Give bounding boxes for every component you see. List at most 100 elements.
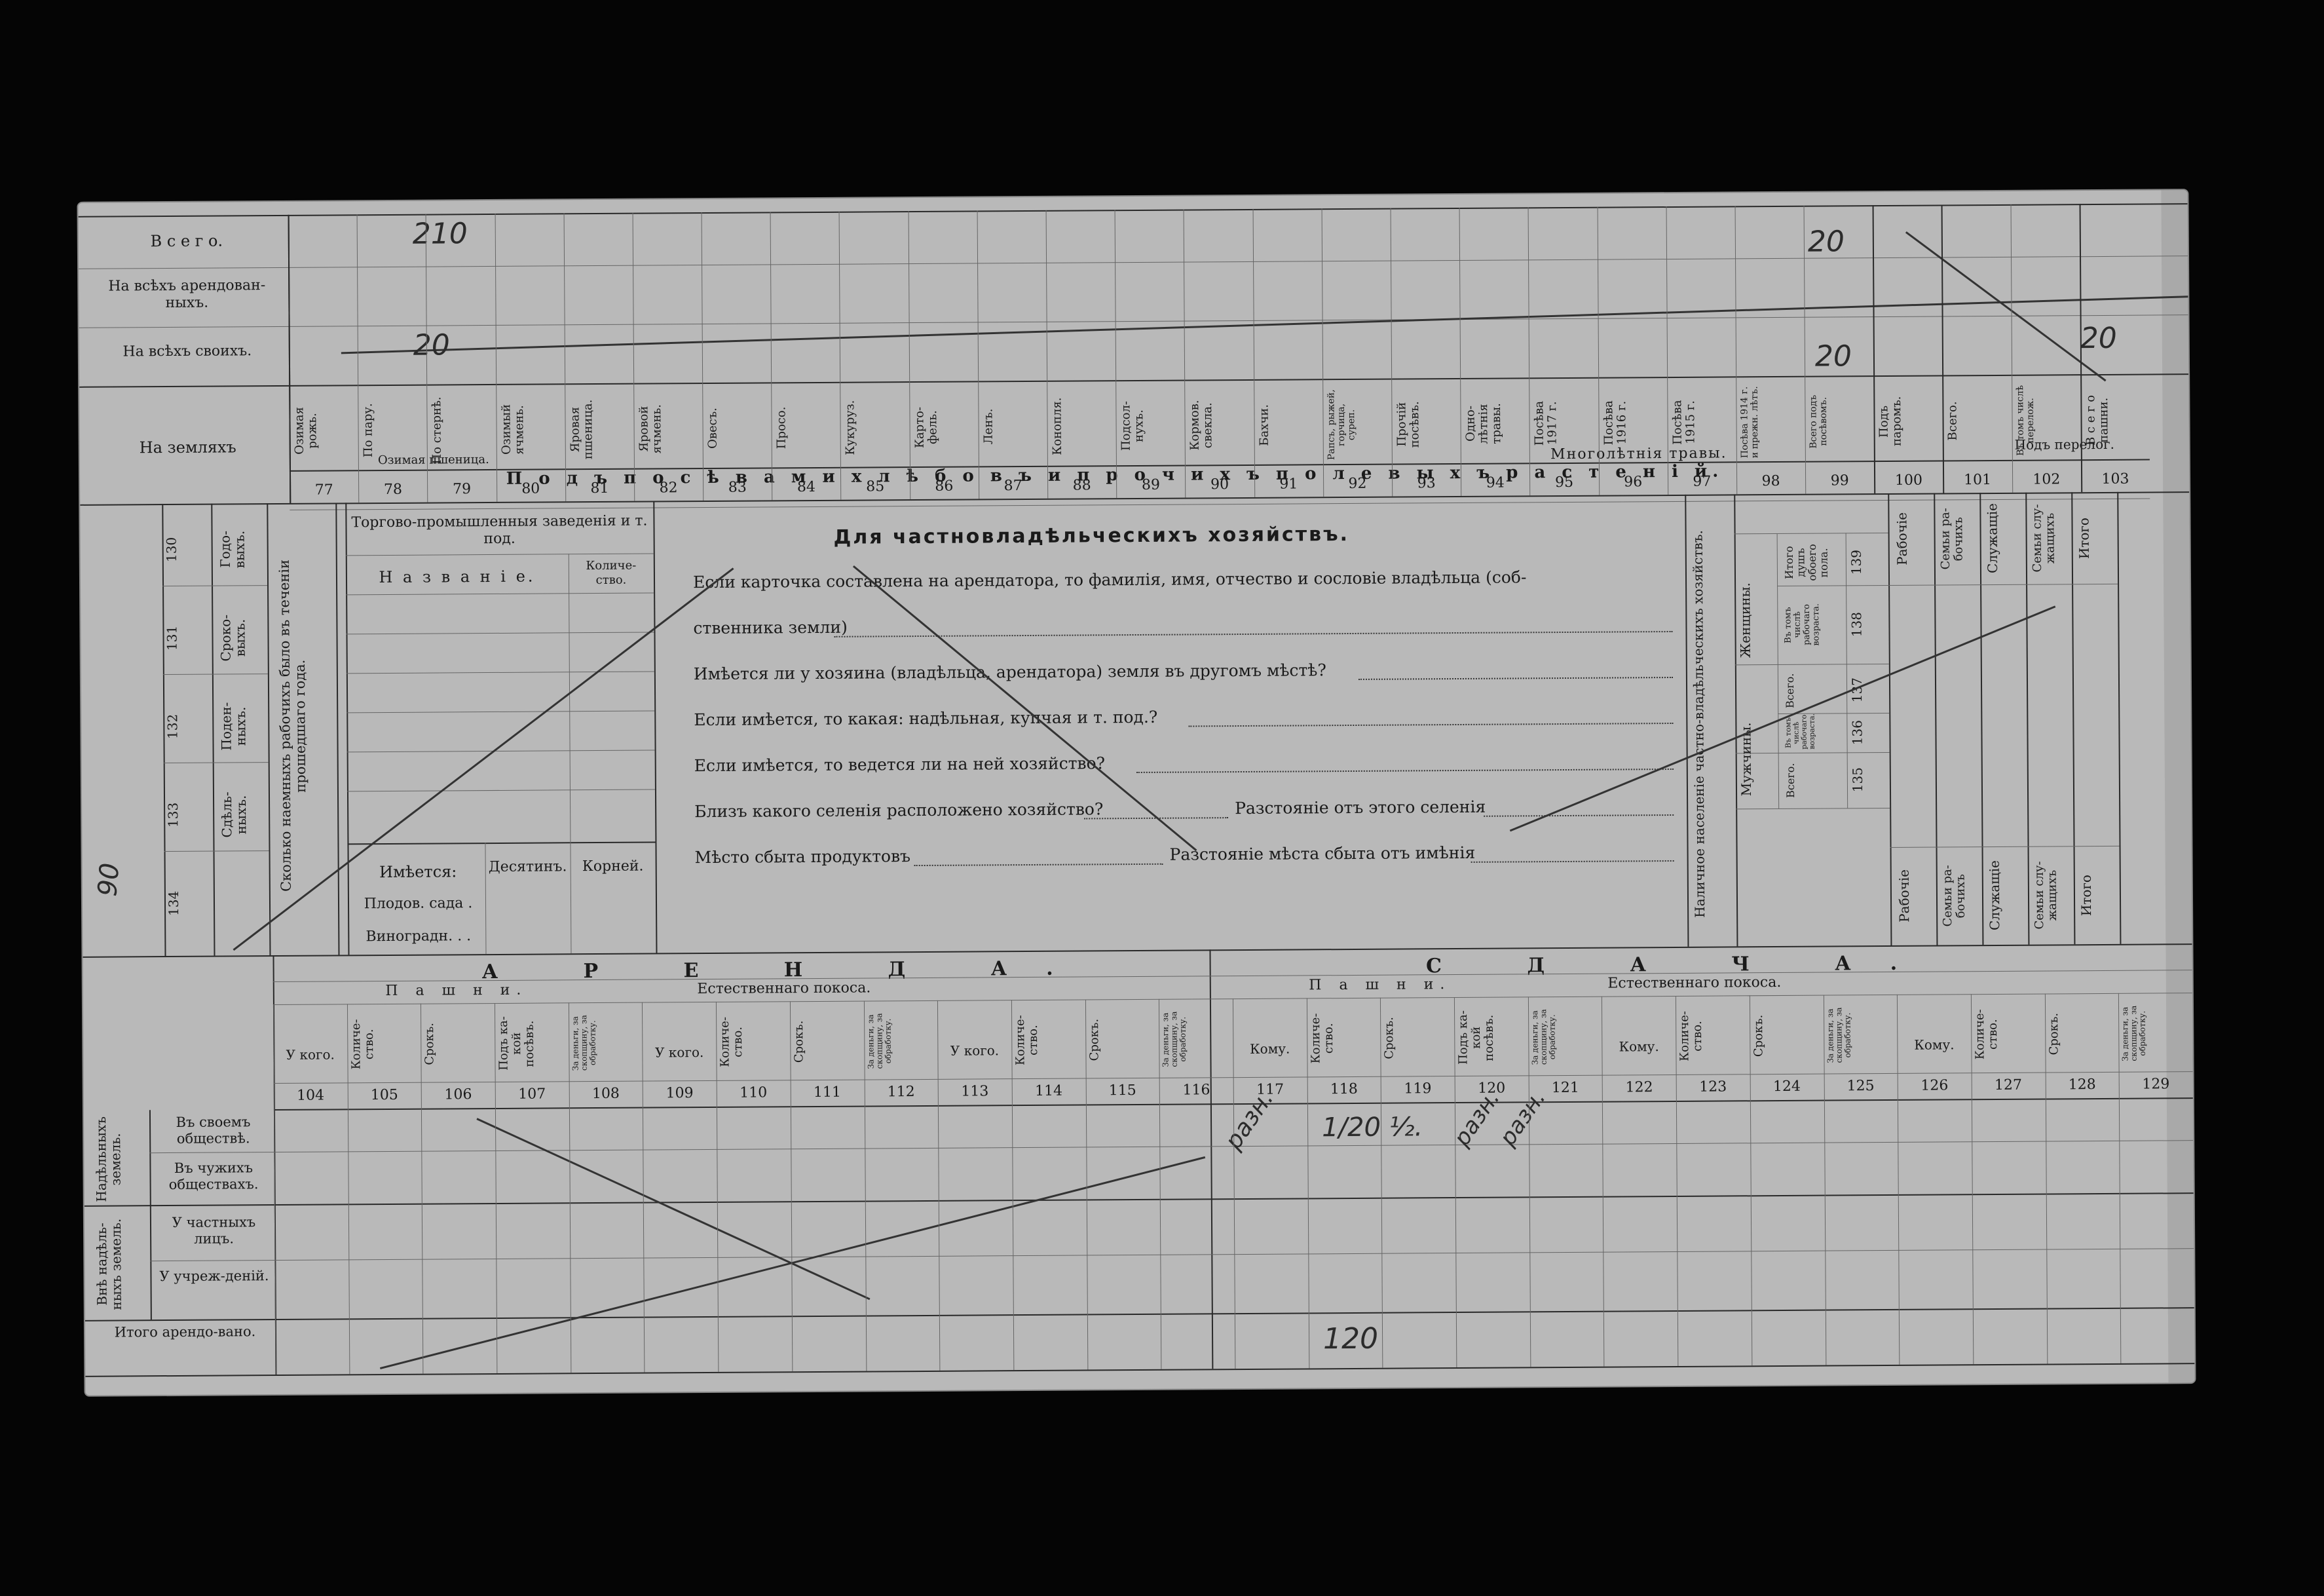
group-vne: Внѣ надѣль-ныхъ земель. (93, 1218, 124, 1310)
arenda-header-129: За деньги, за скопщину, за обработку. (2120, 1006, 2148, 1062)
arenda-num-117: 117 (1256, 1081, 1284, 1098)
arenda-header-122: Кому. (1619, 1038, 1659, 1055)
info-title: Для частновладѣльческихъ хозяйствъ. (833, 523, 1350, 549)
arenda-header-128: Срокъ. (2046, 1013, 2061, 1055)
hand-margin: 90 (92, 862, 126, 898)
crop-col-rule (701, 212, 704, 501)
thin-rule (79, 256, 2188, 269)
worker-num-133: 133 (165, 802, 181, 828)
right-col-rabochie: Рабочіе (1894, 512, 1910, 566)
crop-header-84: Просо. (774, 406, 789, 449)
crop-header-83: Овесъ. (705, 408, 720, 449)
crop-num-90: 90 (1210, 476, 1229, 493)
right-col-itogo-b: Итого (2078, 874, 2095, 916)
arenda-header-116: За деньги, за скопщину, за обработку. (1161, 1012, 1188, 1068)
crop-header-85: Кукуруз. (843, 400, 858, 455)
trade-title: Торгово-промышленныя заведенія и т. под. (351, 512, 648, 548)
info-line-4: Если имѣется, то какая: надѣльная, купча… (694, 707, 1158, 730)
thin-rule (347, 789, 655, 792)
rule (2025, 492, 2030, 945)
crop-header-97: Посѣва 1915 г. (1670, 400, 1698, 446)
row-chastnykh: У частныхъ лицъ. (172, 1214, 256, 1247)
rule (1888, 493, 1892, 945)
worker-label-godovykh: Годо-выхъ. (217, 530, 248, 569)
vinograd-label: Виноградн. . . (365, 928, 472, 945)
crop-header-91: Бахчи. (1256, 404, 1271, 446)
crop-header-79: По стернѣ. (430, 396, 445, 465)
arenda-header-121: За деньги, за скопщину, за обработку. (1529, 1009, 1557, 1065)
info-line-6b: Разстояніе отъ этого селенія (1235, 797, 1486, 818)
fill-line (1358, 676, 1673, 680)
arenda-header-112: За деньги, за скопщину, за обработку. (865, 1013, 893, 1069)
info-line-1: Если карточка составлена на арендатора, … (692, 567, 1527, 592)
rule (347, 841, 656, 845)
crop-num-93: 93 (1417, 475, 1436, 492)
rule (267, 503, 271, 956)
crop-col-rule (1803, 205, 1807, 494)
crop-header-86: Карто-фель. (912, 406, 940, 448)
crop-num-97: 97 (1693, 473, 1712, 490)
arenda-header-127: Количе-ство. (1972, 1009, 2000, 1060)
thin-rule (347, 750, 655, 753)
hand-sdacha-qty: 1/20 ½. (1321, 1112, 1423, 1143)
fill-line (1471, 860, 1674, 863)
crop-header-99: Всего подъ посѣвомъ. (1808, 394, 1829, 449)
arenda-header-117: Кому. (1250, 1040, 1290, 1057)
crop-num-96: 96 (1624, 474, 1643, 491)
crop-header-100: Подъ паромъ. (1877, 396, 1904, 447)
crop-num-92: 92 (1348, 475, 1367, 493)
arenda-num-124: 124 (1772, 1078, 1801, 1095)
arenda-num-126: 126 (1921, 1077, 1949, 1094)
arenda-num-119: 119 (1404, 1080, 1432, 1097)
pop-num-136: 136 (1849, 720, 1865, 746)
rule (335, 503, 340, 955)
arenda-header-123: Количе-ство. (1677, 1011, 1705, 1062)
row-svoem: Въ своемъ обществѣ. (176, 1114, 251, 1147)
arenda-num-122: 122 (1625, 1079, 1653, 1096)
fill-line (1484, 814, 1674, 817)
hand-value-svoi: 20 (413, 328, 450, 362)
sdacha-pashni: П а ш н и. (1309, 976, 1452, 994)
arenda-header-120: Подъ ка-кой посѣвъ. (1456, 1010, 1497, 1065)
rule (2071, 492, 2076, 945)
pop-v-tom-w: Въ томъ числѣ рабочаго возраста. (1783, 603, 1822, 647)
crop-header-102: Въ томъ числѣ перелож. (2014, 385, 2036, 456)
arenda-pashni: П а ш н и. (385, 981, 528, 1000)
arenda-num-104: 104 (297, 1087, 325, 1104)
crop-col-rule (1114, 210, 1117, 499)
hand-value-svoi-total: 20 (1814, 339, 1852, 373)
right-col-sluzhashchie-b: Служащіе (1986, 860, 2003, 931)
right-col-itogo: Итого (2076, 517, 2092, 559)
rule (1734, 494, 1738, 947)
census-card: В с е г о. На всѣхъ арендован- ныхъ. На … (78, 190, 2195, 1396)
crop-col-rule (632, 212, 635, 501)
thin-rule (164, 850, 269, 852)
thin-rule (346, 632, 654, 635)
crop-col-rule (1872, 205, 1876, 494)
thin-rule (163, 762, 269, 764)
thin-rule (162, 674, 268, 675)
rule (84, 1192, 2194, 1207)
rule (85, 1363, 2195, 1377)
crop-num-84: 84 (797, 478, 816, 496)
pop-itogo-dush: Итого душъ обоего пола. (1782, 544, 1830, 581)
crop-num-99: 99 (1830, 472, 1849, 489)
crop-header-82: Яровой ячмень. (637, 404, 664, 454)
crop-header-87: Ленъ. (981, 408, 996, 445)
thin-rule (150, 1248, 2194, 1262)
rule (1979, 493, 1984, 945)
arenda-num-121: 121 (1551, 1079, 1579, 1097)
row-label-vsego: В с е г о. (150, 231, 223, 251)
crop-col-rule (1390, 208, 1393, 497)
pop-num-135: 135 (1849, 767, 1866, 793)
thin-rule (568, 554, 571, 843)
row-chuzhikh: Въ чужихъ обществахъ. (168, 1160, 259, 1193)
info-line-6a: Близъ какого селенія расположено хозяйст… (694, 799, 1104, 822)
worker-label-srokovykh: Сроко-выхъ. (217, 614, 248, 662)
arenda-header-111: Срокъ. (791, 1020, 806, 1063)
info-line-7b: Разстояніе мѣста сбыта отъ имѣнія (1169, 843, 1476, 864)
thin-rule (485, 843, 487, 955)
thin-rule (346, 671, 654, 674)
rule (78, 203, 2188, 218)
thin-rule (162, 585, 268, 587)
